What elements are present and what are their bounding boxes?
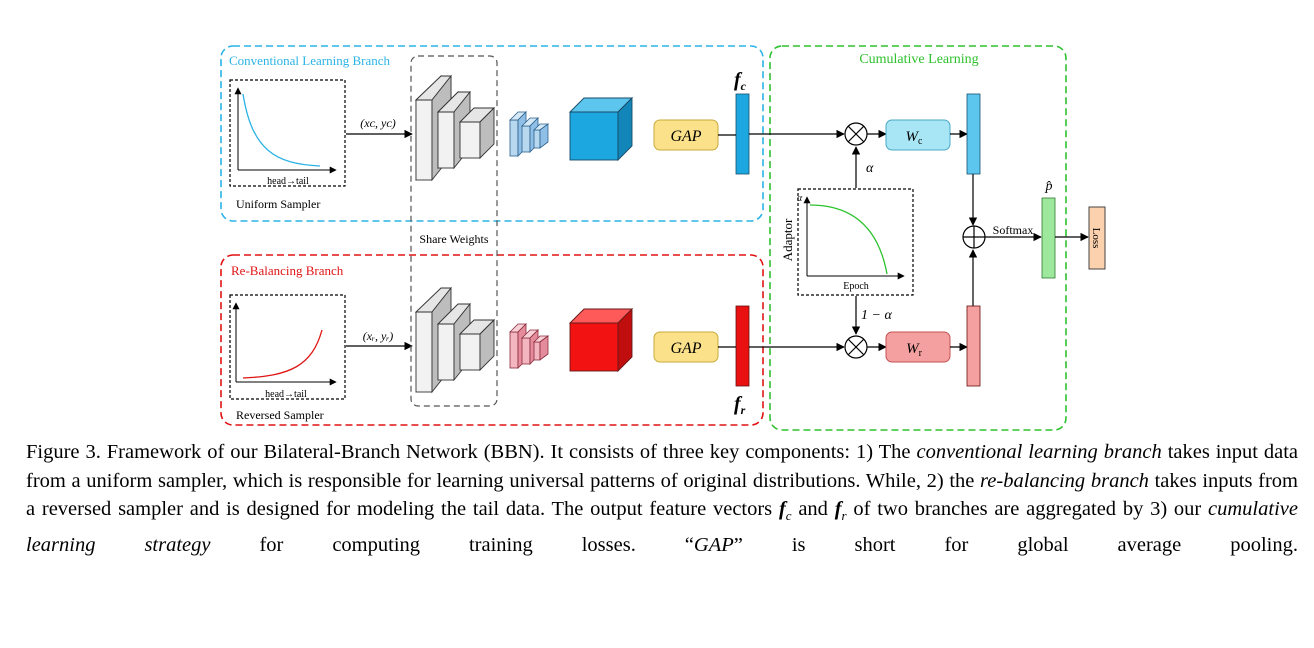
figure-caption: Figure 3. Framework of our Bilateral-Bra… [26, 441, 1299, 556]
conventional-conv-stack [509, 111, 550, 157]
rebalancing-conv-stack [509, 323, 550, 369]
one-minus-alpha-label: 1 − α [861, 308, 892, 323]
fc-label: fc [734, 69, 747, 93]
multiply-node-bottom [844, 335, 868, 359]
cumulative-learning-frame [769, 45, 1067, 431]
p-hat-label: p̂ [1045, 179, 1053, 194]
rebalancing-branch-label: Re-Balancing Branch [231, 263, 344, 278]
shared-conv-stack-bottom [414, 286, 496, 394]
wr-output-vector [966, 305, 981, 387]
fc-feature-vector [735, 93, 750, 175]
share-weights-frame [410, 55, 498, 407]
wc-classifier: Wc [885, 119, 951, 151]
rebalancing-branch-frame [220, 254, 764, 426]
svg-text:GAP: GAP [670, 128, 701, 145]
sum-node [962, 225, 986, 249]
adaptor-label: Adaptor [780, 218, 795, 261]
bbn-framework-diagram: Conventional Learning Branch Re-Balancin… [220, 45, 1106, 431]
xr-yr-label: (xᵣ, yᵣ) [363, 329, 394, 343]
reversed-head-tail-label: head→tail [265, 389, 307, 400]
svg-text:GAP: GAP [670, 340, 701, 357]
conventional-branch-frame [220, 45, 764, 222]
gap-box-bottom: GAP [653, 331, 719, 363]
p-hat-vector [1041, 197, 1056, 279]
uniform-sampler-label: Uniform Sampler [236, 197, 320, 211]
wc-output-vector [966, 93, 981, 175]
conventional-feature-cube [568, 96, 634, 162]
adaptor-axis-label: α [797, 193, 803, 204]
svg-text:Wr: Wr [906, 341, 923, 359]
svg-text:Wc: Wc [906, 129, 924, 147]
epoch-label: Epoch [843, 281, 869, 292]
reversed-sampler-label: Reversed Sampler [236, 408, 324, 422]
uniform-head-tail-label: head→tail [267, 176, 309, 187]
gap-box-top: GAP [653, 119, 719, 151]
xc-yc-label: (xᴄ, yᴄ) [360, 116, 395, 130]
softmax-label: Softmax [993, 223, 1034, 237]
multiply-node-top [844, 122, 868, 146]
wr-classifier: Wr [885, 331, 951, 363]
loss-box: Loss [1088, 206, 1106, 270]
reversed-distribution-curve [242, 329, 323, 379]
share-weights-label: Share Weights [419, 232, 488, 246]
adaptor-alpha-curve [809, 204, 888, 275]
reversed-sampler: head→tail Reversed Sampler [229, 294, 346, 422]
fr-label: fr [734, 393, 746, 417]
alpha-label: α [866, 161, 874, 176]
uniform-sampler: head→tail Uniform Sampler [229, 79, 346, 211]
shared-conv-stack-top [414, 74, 496, 182]
fr-feature-vector [735, 305, 750, 387]
uniform-distribution-curve [242, 93, 321, 167]
svg-text:Loss: Loss [1090, 228, 1102, 249]
rebalancing-feature-cube [568, 307, 634, 373]
adaptor: α Epoch Adaptor [780, 188, 914, 296]
conventional-branch-label: Conventional Learning Branch [229, 53, 391, 68]
cumulative-learning-label: Cumulative Learning [859, 52, 978, 67]
